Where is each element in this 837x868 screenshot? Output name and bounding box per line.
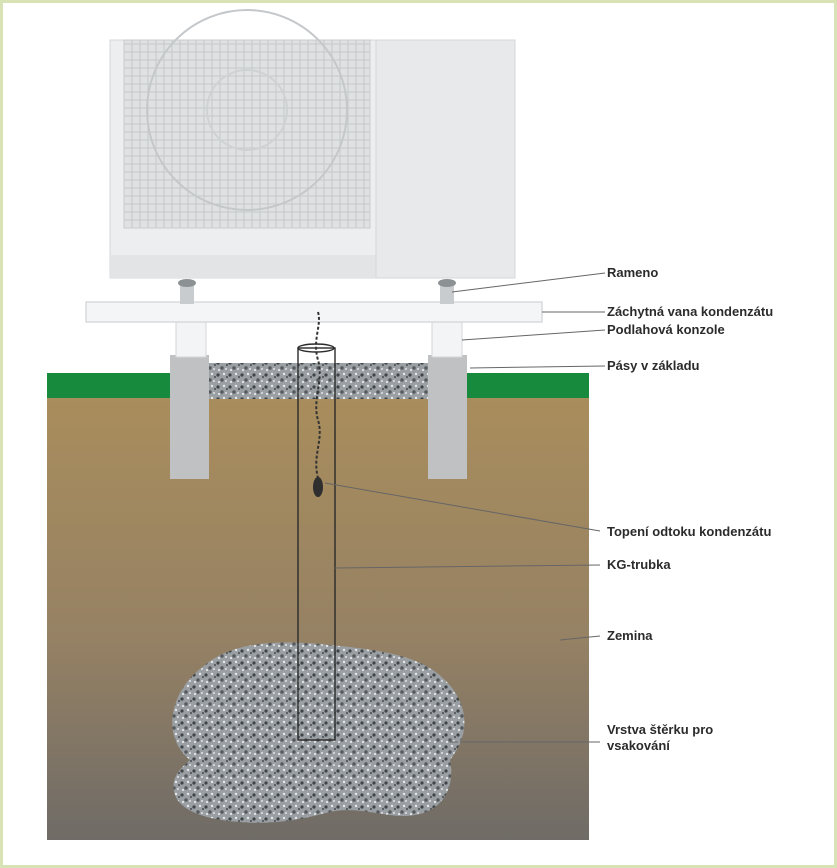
fan-icon: [146, 9, 348, 211]
label-drain-heating: Topení odtoku kondenzátu: [607, 524, 772, 539]
left-post: [170, 355, 209, 479]
label-foundation-strips: Pásy v základu: [607, 358, 700, 373]
leader-soil: [559, 635, 601, 641]
unit-side-panel: [375, 39, 516, 279]
label-kg-pipe: KG-trubka: [607, 557, 671, 572]
leader-arm: [451, 272, 606, 293]
gravel-seepage-layer: [172, 642, 465, 823]
leader-kg-pipe: [334, 564, 601, 569]
leader-floor-bracket: [461, 329, 606, 341]
label-floor-bracket: Podlahová konzole: [607, 322, 725, 337]
label-gravel-layer: Vrstva štěrku pro vsakování: [607, 722, 714, 753]
condensate-drip-tray: [85, 301, 543, 323]
leader-drain-heating: [324, 482, 601, 532]
drain-heating-element: [313, 477, 323, 497]
fan-hub-icon: [206, 69, 288, 151]
drain-heating-cable: [315, 311, 321, 479]
right-foot: [438, 279, 456, 287]
leader-foundation: [469, 365, 606, 369]
label-drip-tray: Záchytná vana kondenzátu: [607, 304, 774, 319]
label-soil: Zemina: [607, 628, 653, 643]
left-foot: [178, 279, 196, 287]
right-post: [428, 355, 467, 479]
right-floor-bracket: [431, 321, 463, 358]
left-floor-bracket: [175, 321, 207, 358]
fan-grill: [123, 39, 371, 229]
label-arm: Rameno: [607, 265, 659, 280]
